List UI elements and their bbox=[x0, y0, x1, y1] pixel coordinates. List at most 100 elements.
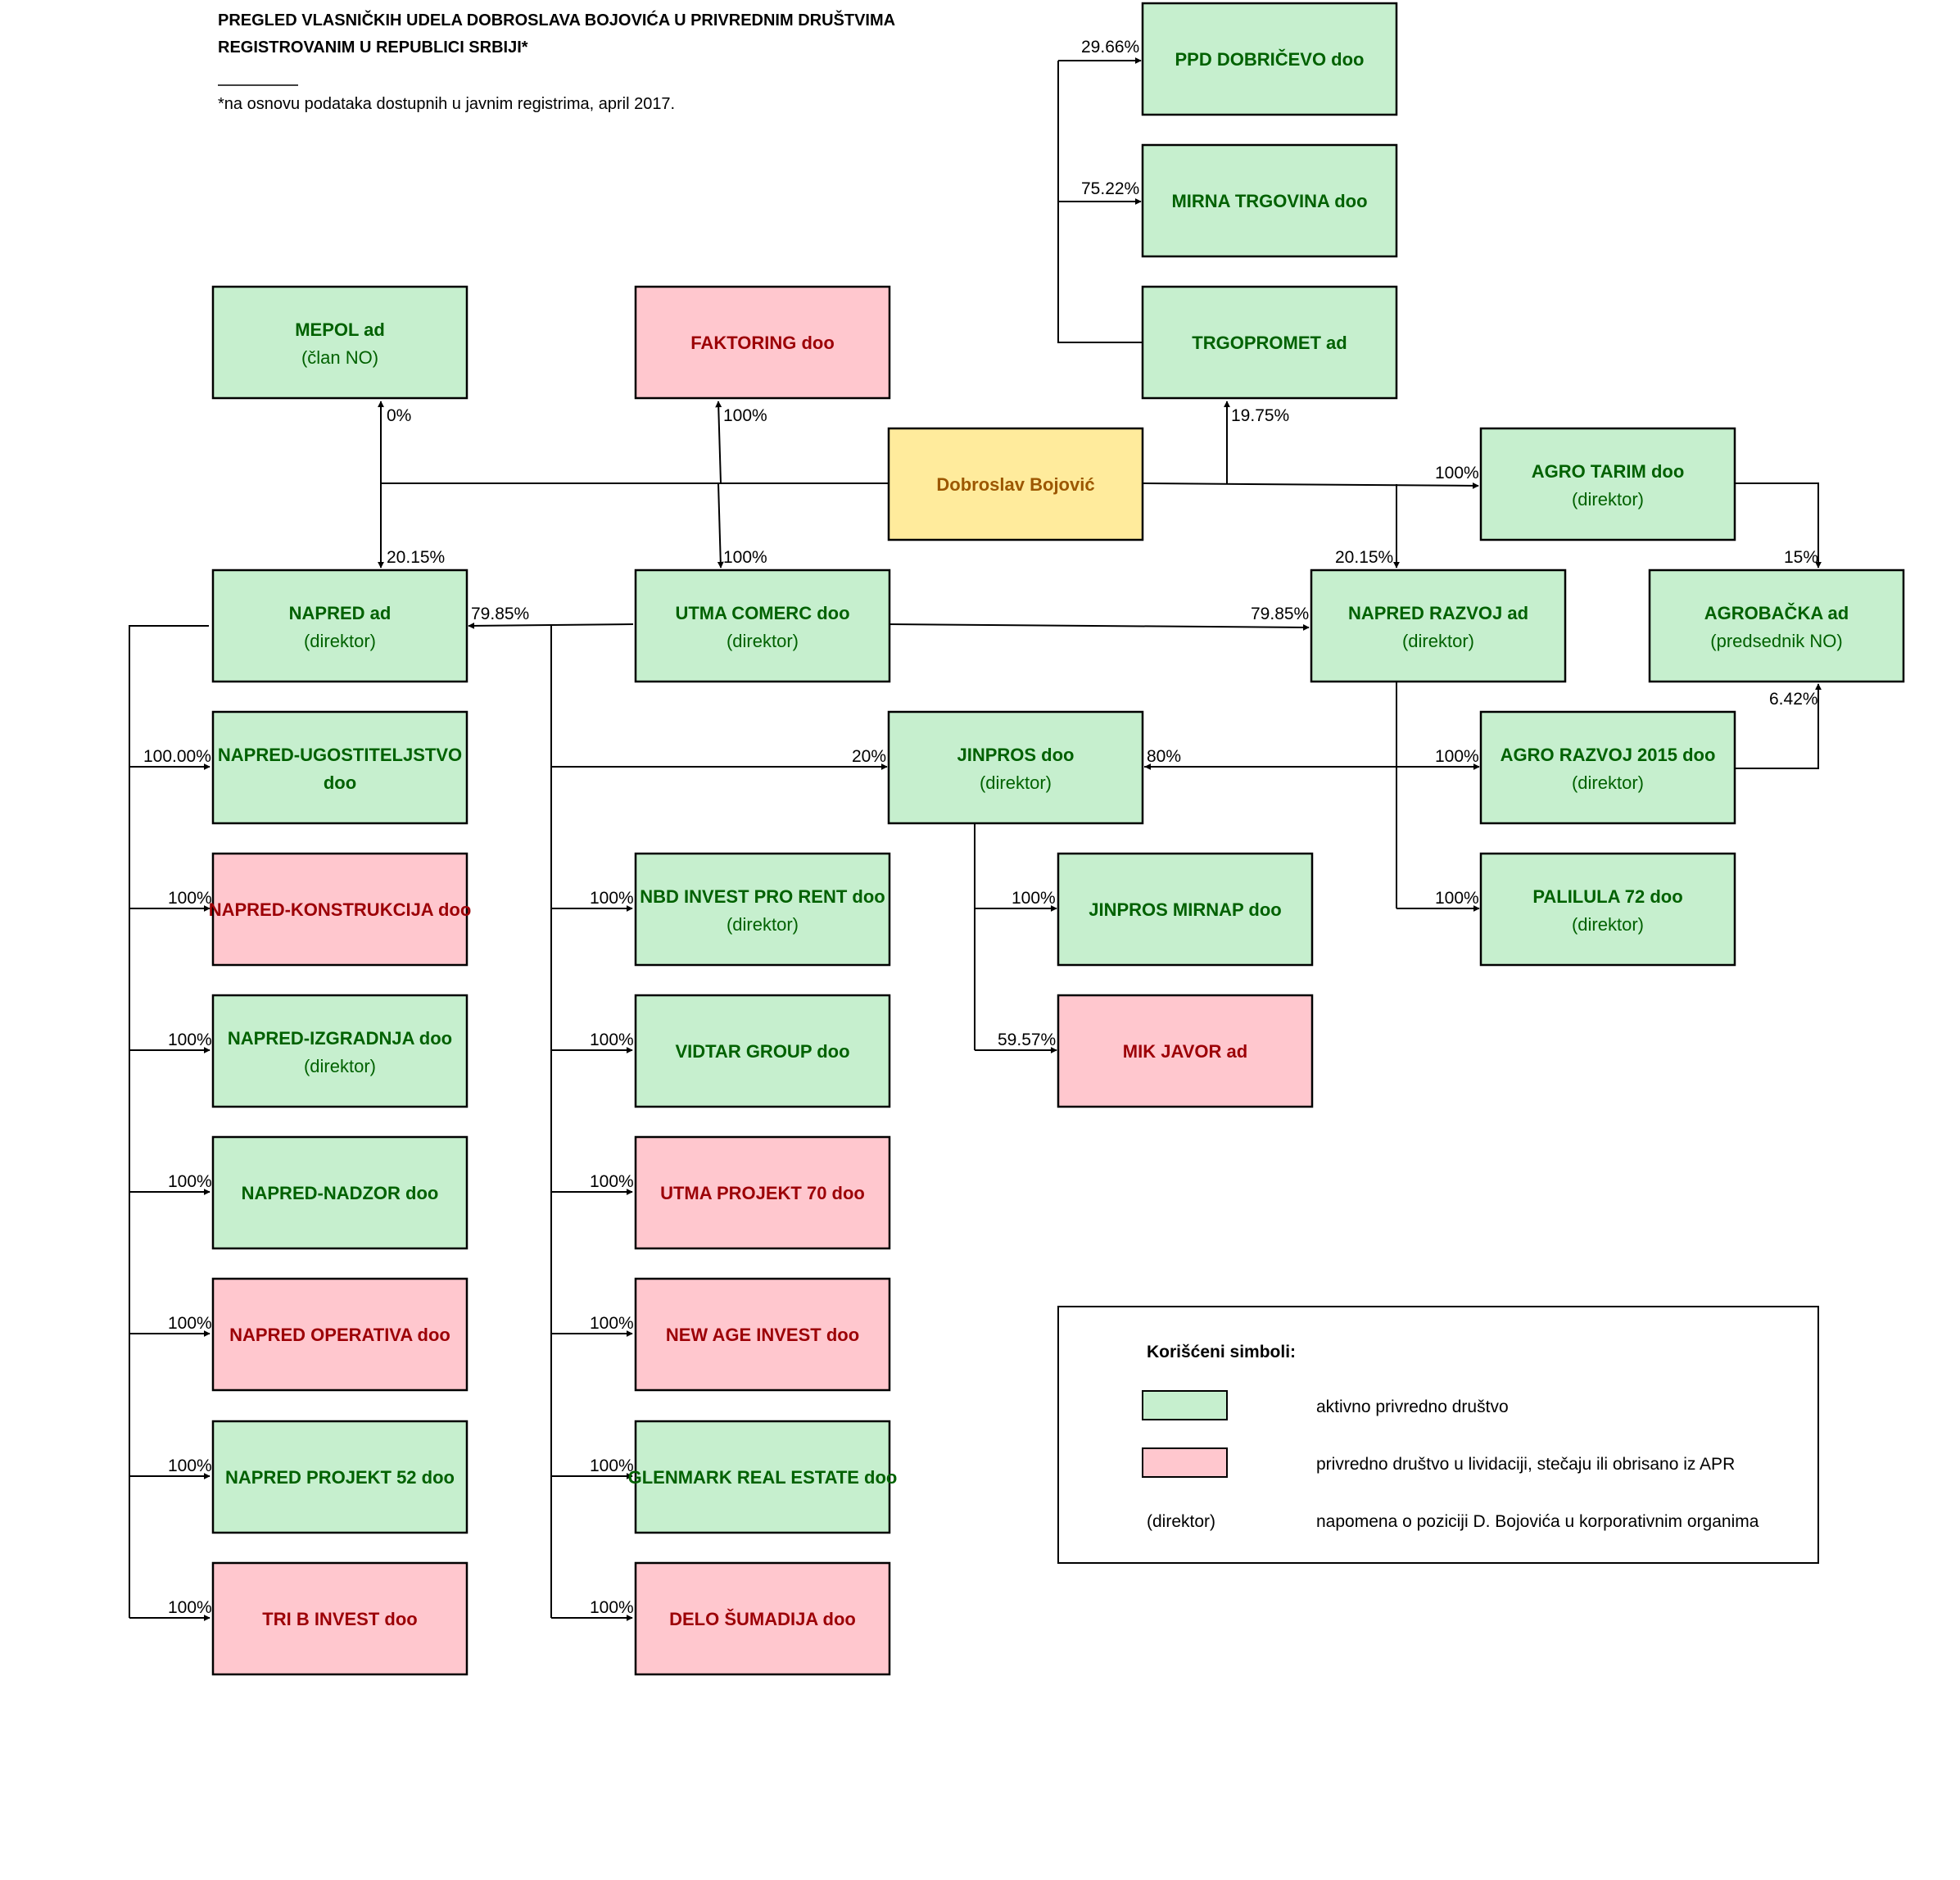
node-box bbox=[211, 1135, 468, 1250]
node-name: NAPRED-NADZOR doo bbox=[242, 1183, 439, 1203]
node-box bbox=[887, 427, 1144, 541]
node-name: TRGOPROMET ad bbox=[1192, 333, 1347, 353]
node-jinpros-mirnap[interactable]: JINPROS MIRNAP doo bbox=[1057, 852, 1314, 967]
node-box bbox=[211, 1420, 468, 1534]
node-name: PPD DOBRIČEVO doo bbox=[1175, 49, 1364, 70]
node-ppd-dobricevo[interactable]: PPD DOBRIČEVO doo bbox=[1141, 2, 1398, 116]
legend-frame bbox=[1057, 1306, 1819, 1564]
node-role: (direktor) bbox=[727, 914, 799, 935]
node-box bbox=[211, 852, 468, 967]
node-delo-sumadija[interactable]: DELO ŠUMADIJA doo bbox=[634, 1561, 891, 1676]
node-utma-comerc[interactable]: UTMA COMERC doo(direktor) bbox=[634, 569, 891, 683]
node-trgopromet[interactable]: TRGOPROMET ad bbox=[1141, 285, 1398, 400]
legend-title: Korišćeni simboli: bbox=[1147, 1343, 1296, 1361]
node-role: doo bbox=[324, 772, 356, 793]
ownership-labels: 29.66% 75.22% 19.75% 0% 100% 20.15% 100%… bbox=[143, 38, 1818, 1617]
node-box bbox=[634, 994, 891, 1108]
node-palilula-72[interactable]: PALILULA 72 doo (direktor) bbox=[1479, 852, 1736, 967]
node-name: NAPRED ad bbox=[289, 603, 392, 623]
footnote: *na osnovu podataka dostupnih u javnim r… bbox=[218, 95, 675, 113]
node-napred-operativa[interactable]: NAPRED OPERATIVA doo bbox=[211, 1277, 468, 1392]
connector-to-utma-comerc bbox=[717, 482, 724, 569]
node-name: AGROBAČKA ad bbox=[1704, 603, 1849, 623]
node-utma-projekt-70[interactable]: UTMA PROJEKT 70 doo bbox=[634, 1135, 891, 1250]
pct-jinpros-mirnap: 100% bbox=[1012, 889, 1056, 908]
node-box bbox=[1141, 2, 1398, 116]
node-name: NAPRED OPERATIVA doo bbox=[229, 1325, 450, 1345]
node-mepol[interactable]: MEPOL ad(član NO) bbox=[211, 285, 468, 400]
node-role: (direktor) bbox=[1572, 914, 1644, 935]
node-agrobacka[interactable]: AGROBAČKA ad(predsednik NO) bbox=[1648, 569, 1905, 683]
node-mik-javor[interactable]: MIK JAVOR ad bbox=[1057, 994, 1314, 1108]
pct-agrobacka-from-razvoj-2015: 6.42% bbox=[1769, 690, 1818, 709]
node-napred-izgradnja[interactable]: NAPRED-IZGRADNJA doo(direktor) bbox=[211, 994, 468, 1108]
node-faktoring[interactable]: FAKTORING doo bbox=[634, 285, 891, 400]
company-nodes: PPD DOBRIČEVO doo MIRNA TRGOVINA doo TRG… bbox=[209, 2, 1905, 1676]
node-napred-ugostiteljstvo[interactable]: NAPRED-UGOSTITELJSTVO doo bbox=[211, 710, 468, 825]
connector-napred-branch bbox=[129, 625, 209, 1618]
node-tri-b-invest[interactable]: TRI B INVEST doo bbox=[211, 1561, 468, 1676]
node-name: VIDTAR GROUP doo bbox=[675, 1041, 849, 1062]
node-name: MIK JAVOR ad bbox=[1123, 1041, 1247, 1062]
pct-napred-projekt-52: 100% bbox=[168, 1456, 212, 1475]
node-glenmark[interactable]: GLENMARK REAL ESTATE doo bbox=[628, 1420, 898, 1534]
pct-mirna-trgovina: 75.22% bbox=[1081, 179, 1139, 198]
node-box bbox=[1310, 569, 1567, 683]
legend-role-description: napomena o poziciji D. Bojovića u korpor… bbox=[1316, 1512, 1759, 1531]
node-napred-konstrukcija[interactable]: NAPRED-KONSTRUKCIJA doo bbox=[209, 852, 472, 967]
pct-napred-from-utma: 79.85% bbox=[471, 605, 529, 623]
node-agro-razvoj-2015[interactable]: AGRO RAZVOJ 2015 doo (direktor) bbox=[1479, 710, 1736, 825]
node-name: NAPRED RAZVOJ ad bbox=[1348, 603, 1528, 623]
pct-napred-operativa: 100% bbox=[168, 1314, 212, 1333]
connector-trgopromet-bracket bbox=[1057, 61, 1143, 343]
pct-utma-projekt-70: 100% bbox=[590, 1172, 634, 1191]
connector-razvoj-2015-to-agrobacka bbox=[1735, 683, 1822, 769]
node-box bbox=[634, 1277, 891, 1392]
node-box bbox=[1648, 569, 1905, 683]
pct-napred-from-bojovic: 20.15% bbox=[387, 548, 445, 567]
node-name: DELO ŠUMADIJA doo bbox=[669, 1609, 856, 1629]
node-name: UTMA PROJEKT 70 doo bbox=[660, 1183, 865, 1203]
node-napred[interactable]: NAPRED ad (direktor) bbox=[211, 569, 468, 683]
node-nbd-invest[interactable]: NBD INVEST PRO RENT doo (direktor) bbox=[634, 852, 891, 967]
pct-agro-tarim: 100% bbox=[1435, 464, 1479, 482]
pct-napred-razvoj-from-utma: 79.85% bbox=[1251, 605, 1309, 623]
pct-agrobacka-from-tarim: 15% bbox=[1784, 548, 1818, 567]
node-new-age-invest[interactable]: NEW AGE INVEST doo bbox=[634, 1277, 891, 1392]
node-name: NEW AGE INVEST doo bbox=[666, 1325, 859, 1345]
legend-active-label: aktivno privredno društvo bbox=[1316, 1398, 1509, 1416]
node-name: AGRO RAZVOJ 2015 doo bbox=[1501, 745, 1716, 765]
node-jinpros[interactable]: JINPROS doo(direktor) bbox=[887, 710, 1144, 825]
node-box bbox=[634, 852, 891, 967]
node-box bbox=[887, 710, 1144, 825]
node-name: PALILULA 72 doo bbox=[1532, 886, 1682, 907]
node-box bbox=[634, 1561, 891, 1676]
node-name: NAPRED-KONSTRUKCIJA doo bbox=[209, 899, 472, 920]
connector-to-faktoring bbox=[715, 401, 722, 484]
pct-trgopromet: 19.75% bbox=[1231, 406, 1289, 425]
node-name: JINPROS MIRNAP doo bbox=[1089, 899, 1282, 920]
node-napred-nadzor[interactable]: NAPRED-NADZOR doo bbox=[211, 1135, 468, 1250]
node-name: JINPROS doo bbox=[957, 745, 1074, 765]
node-role: (direktor) bbox=[1572, 772, 1644, 793]
node-napred-projekt-52[interactable]: NAPRED PROJEKT 52 doo bbox=[211, 1420, 468, 1534]
node-napred-razvoj[interactable]: NAPRED RAZVOJ ad (direktor) bbox=[1310, 569, 1567, 683]
node-mirna-trgovina[interactable]: MIRNA TRGOVINA doo bbox=[1141, 143, 1398, 258]
node-name: NAPRED PROJEKT 52 doo bbox=[225, 1467, 455, 1488]
node-name: Dobroslav Bojović bbox=[936, 474, 1094, 495]
node-bojovic[interactable]: Dobroslav Bojović bbox=[887, 427, 1144, 541]
connector-bojovic-to-agro-tarim bbox=[1142, 482, 1479, 489]
pct-napred-konstrukcija: 100% bbox=[168, 889, 212, 908]
legend: Korišćeni simboli: aktivno privredno dru… bbox=[1057, 1306, 1819, 1564]
node-box bbox=[211, 1277, 468, 1392]
node-name: NBD INVEST PRO RENT doo bbox=[640, 886, 885, 907]
node-agro-tarim[interactable]: AGRO TARIM doo(direktor) bbox=[1479, 427, 1736, 541]
node-role: (direktor) bbox=[1402, 631, 1474, 651]
node-role: (direktor) bbox=[727, 631, 799, 651]
node-name: NAPRED-UGOSTITELJSTVO bbox=[218, 745, 462, 765]
node-role: (direktor) bbox=[304, 1056, 376, 1076]
pct-napred-izgradnja: 100% bbox=[168, 1031, 212, 1049]
node-vidtar[interactable]: VIDTAR GROUP doo bbox=[634, 994, 891, 1108]
node-role: (direktor) bbox=[304, 631, 376, 651]
